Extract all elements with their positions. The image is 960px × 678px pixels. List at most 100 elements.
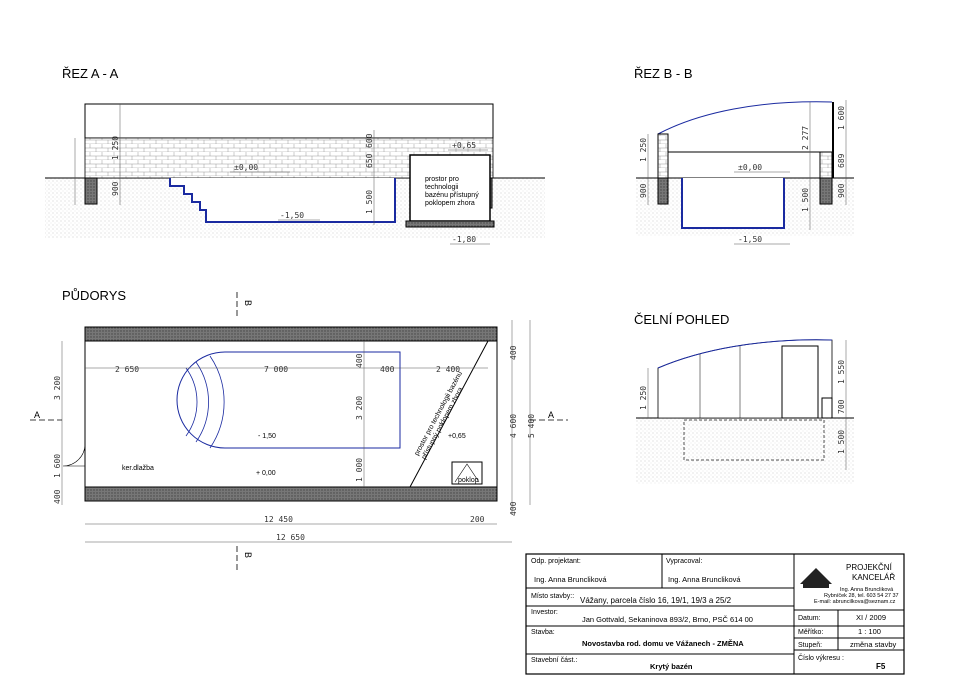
front-title: ČELNÍ POHLED	[634, 312, 729, 327]
dim-label: 1 250	[111, 136, 120, 160]
door	[781, 345, 819, 419]
dim-label: 600	[365, 133, 374, 148]
tech-room	[409, 154, 491, 222]
investor-label: Investor:	[531, 609, 558, 616]
dim-label: 2 400	[436, 365, 460, 374]
date-value: XI / 2009	[856, 613, 886, 622]
dim-label: 5 400	[527, 414, 536, 438]
dim-label: 3 200	[53, 376, 62, 400]
dim-label: 400	[509, 501, 518, 516]
hatch	[451, 461, 483, 485]
roof-arc	[657, 101, 833, 135]
tech-note-line: bazénu přístupný	[425, 192, 479, 199]
dim-label: 2 650	[115, 365, 139, 374]
date-label: Datum:	[798, 615, 821, 622]
pool-hidden	[683, 419, 825, 461]
section-marker-a-right: A	[548, 410, 554, 420]
office-person: Ing. Anna Bruncliková	[840, 587, 894, 593]
dim-label: 1 500	[801, 188, 810, 212]
plan-view: PŮDORYS poklop - 1,50 +0,65 + 0,00 ker.d…	[30, 288, 568, 570]
designer-value: Ing. Anna Bruncliková	[534, 575, 607, 584]
wall-bottom	[84, 486, 498, 502]
tech-partition	[409, 340, 489, 488]
dim-label: 900	[639, 183, 648, 198]
dim-label: 400	[53, 489, 62, 504]
section-aa: ŘEZ A - A prostor pro technologii bazénu…	[45, 66, 545, 245]
level-label: ±0,00	[234, 163, 258, 172]
wall-top	[84, 326, 498, 342]
section-marker-b-bottom: B	[243, 552, 253, 558]
front-view: ČELNÍ POHLED 1 250 1 550 700 1 500	[634, 312, 854, 484]
title-block: PROJEKČNÍ KANCELÁŘ Ing. Anna Bruncliková…	[525, 553, 905, 675]
designer-label: Odp. projektant:	[531, 558, 581, 565]
level-label: +0,65	[452, 141, 476, 150]
part-label: Stavební část.:	[531, 657, 577, 664]
building-value: Novostavba rod. domu ve Vážanech - ZMĚNA	[582, 639, 744, 648]
level-label: +0,65	[448, 433, 466, 440]
office-email: E-mail: abruncilkova@seznam.cz	[814, 599, 896, 605]
drafter-label: Vypracoval:	[666, 558, 702, 565]
dim-label: 1 250	[639, 386, 648, 410]
site-label: Místo stavby::	[531, 593, 574, 600]
section-bb: ŘEZ B - B 1 250 900 ±0,00 2 277 1 500 1 …	[634, 66, 854, 245]
dim-label: 650	[365, 153, 374, 168]
office-name-2: KANCELÁŘ	[852, 573, 895, 582]
stage-value: změna stavby	[850, 640, 897, 649]
foundation	[819, 177, 833, 205]
section-marker-b-top: B	[243, 300, 253, 306]
dim-label: 12 450	[264, 515, 293, 524]
dim-label: 1 500	[837, 430, 846, 454]
foundation	[657, 177, 669, 205]
stage-label: Stupeň:	[798, 642, 822, 649]
dim-label: 1 500	[365, 190, 374, 214]
tech-note-line: poklopem zhora	[425, 200, 475, 207]
pool-plan	[176, 351, 401, 449]
level-label: -1,80	[452, 235, 476, 244]
investor-value: Jan Gottvald, Sekaninova 893/2, Brno, PS…	[582, 615, 753, 624]
dim-label: 400	[509, 345, 518, 360]
foundation-left	[84, 177, 98, 205]
level-label: - 1,50	[258, 433, 276, 440]
dim-label: 689	[837, 153, 846, 168]
door-swing	[62, 443, 86, 467]
section-marker-a-left: A	[34, 410, 40, 420]
scale-label: Měřítko:	[798, 629, 823, 636]
level-label: -1,50	[738, 235, 762, 244]
scale-value: 1 : 100	[858, 627, 881, 636]
tech-note-line: prostor pro	[425, 176, 459, 183]
dim-label: 900	[837, 183, 846, 198]
pool-outline	[169, 178, 396, 223]
drawing-no-value: F5	[876, 662, 886, 671]
tech-note-line: technologii	[425, 184, 459, 191]
dim-label: 200	[470, 515, 485, 524]
dim-label: 700	[837, 399, 846, 414]
dim-label: 7 000	[264, 365, 288, 374]
tech-room-note: prostor pro technologii bazénu přístupný…	[425, 176, 481, 207]
dim-label: 400	[355, 353, 364, 368]
building-label: Stavba:	[531, 629, 555, 636]
tech-room-base	[405, 220, 495, 228]
site-value: Vážany, parcela číslo 16, 19/1, 19/3 a 2…	[580, 596, 732, 605]
section-aa-title: ŘEZ A - A	[62, 66, 119, 81]
office-address: Rybníček 28, tel. 603 54 27 37	[824, 593, 899, 599]
dim-label: 2 277	[801, 126, 810, 150]
part-value: Krytý bazén	[650, 662, 693, 671]
dim-label: 3 200	[355, 396, 364, 420]
level-label: -1,50	[280, 211, 304, 220]
dim-label: 900	[111, 181, 120, 196]
dim-label: 1 600	[837, 106, 846, 130]
hatch-label: poklop	[458, 477, 479, 484]
tiles-label: ker.dlažba	[122, 465, 154, 472]
drafter-value: Ing. Anna Bruncliková	[668, 575, 741, 584]
section-bb-title: ŘEZ B - B	[634, 66, 693, 81]
drawing-no-label: Číslo výkresu :	[798, 653, 844, 662]
roof-slab	[84, 103, 494, 139]
office-name-1: PROJEKČNÍ	[846, 563, 893, 572]
level-label: ±0,00	[738, 163, 762, 172]
dim-label: 400	[380, 365, 395, 374]
dim-label: 1 250	[639, 138, 648, 162]
dim-label: 1 000	[355, 458, 364, 482]
plan-title: PŮDORYS	[62, 288, 126, 303]
dim-label: 12 650	[276, 533, 305, 542]
